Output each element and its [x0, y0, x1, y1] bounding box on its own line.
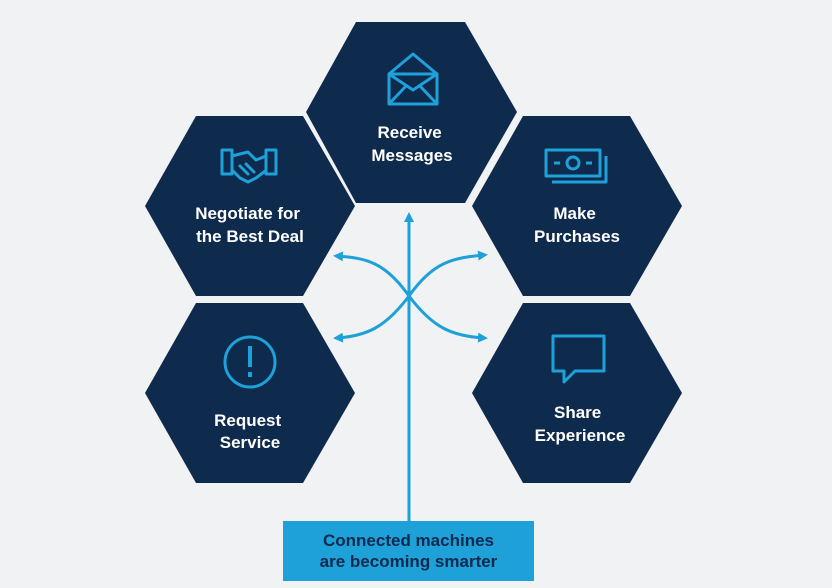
arrow-lower-left	[333, 295, 411, 343]
arrow-upper-left	[333, 251, 411, 297]
speech-bubble-icon	[551, 334, 606, 384]
envelope-icon	[387, 52, 439, 106]
service-label-line2: Service	[220, 433, 281, 452]
hexagon-request-service: Request Service	[145, 303, 355, 483]
svg-text:Receive Messages: Receive Messages	[371, 123, 452, 165]
svg-text:Negotiate for the Best D: Negotiate for the Best Deal	[195, 204, 305, 246]
hexagon-negotiate: Negotiate for the Best Deal	[145, 116, 355, 296]
hexagon-make-purchases: Make Purchases	[472, 116, 682, 296]
money-icon	[544, 148, 608, 184]
share-label-line1: Share	[554, 403, 601, 422]
caption-line-1: Connected machines	[323, 531, 494, 550]
purchase-label-line2: Purchases	[534, 227, 620, 246]
caption-box: Connected machines are becoming smarter	[283, 521, 534, 581]
share-label-line2: Experience	[535, 426, 626, 445]
receive-label-line2: Messages	[371, 146, 452, 165]
connector-arrows	[333, 212, 488, 522]
receive-label-line1: Receive	[377, 123, 441, 142]
hexagon-receive-messages: Receive Messages	[306, 22, 517, 203]
svg-text:Request Service: Request Service	[214, 411, 286, 452]
negotiate-label-line2: the Best Deal	[196, 227, 304, 246]
hexagon-share-experience: Share Experience	[472, 303, 682, 483]
svg-text:Share Experience: Share Experience	[535, 403, 626, 445]
handshake-icon	[220, 148, 278, 184]
arrow-lower-right	[407, 295, 488, 343]
alert-icon	[223, 335, 277, 389]
caption-line-2: are becoming smarter	[319, 552, 498, 571]
arrow-upper-right	[407, 250, 488, 297]
negotiate-label-line1: Negotiate for	[195, 204, 300, 223]
purchase-label-line1: Make	[553, 204, 596, 223]
service-label-line1: Request	[214, 411, 281, 430]
svg-text:Make Purchases: Make Purchases	[534, 204, 620, 246]
